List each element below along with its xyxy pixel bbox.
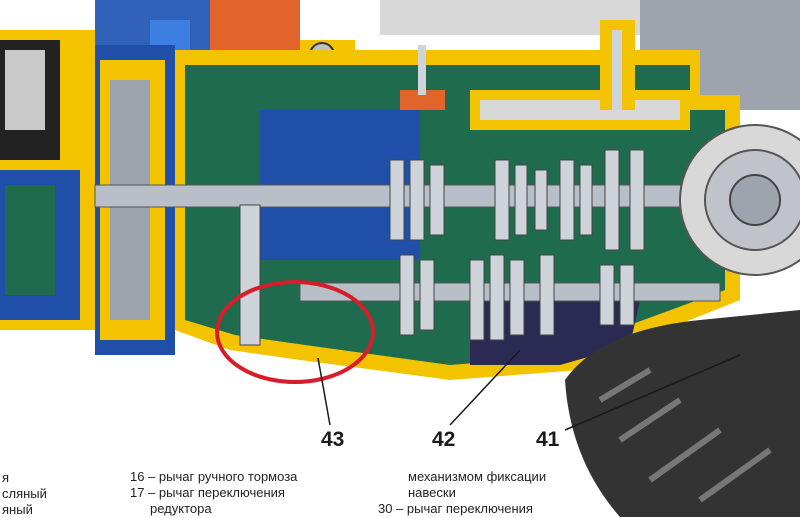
clutch-housing bbox=[0, 30, 175, 355]
callout-42: 42 bbox=[432, 428, 456, 451]
tire bbox=[565, 310, 800, 517]
callout-43: 43 bbox=[321, 428, 345, 451]
legend-mid-line-3: редуктора bbox=[150, 501, 212, 516]
legend-left-line-2: сляный bbox=[2, 486, 47, 501]
legend-right-line-1: механизмом фиксации bbox=[408, 469, 547, 484]
legend-left-column: я сляный яный bbox=[2, 470, 47, 518]
legend-left-line-3: яный bbox=[2, 502, 33, 517]
legend-right-line-3: 30 – рычаг переключения bbox=[378, 501, 533, 516]
legend-mid-line-2: 17 – рычаг переключения bbox=[130, 485, 285, 500]
legend-left-line-1: я bbox=[2, 470, 10, 485]
legend-mid-column: 16 – рычаг ручного тормоза 17 – рычаг пе… bbox=[130, 469, 297, 517]
differential bbox=[679, 124, 800, 276]
legend-mid-line-1: 16 – рычаг ручного тормоза bbox=[130, 469, 298, 484]
leader-lines bbox=[317, 349, 741, 431]
legend-right-line-2: навески bbox=[408, 485, 456, 500]
upper-shaft bbox=[94, 184, 716, 208]
legend-right-column: механизмом фиксации навески 30 – рычаг п… bbox=[378, 469, 547, 517]
callout-41: 41 bbox=[536, 428, 560, 451]
shift-tower bbox=[400, 20, 635, 110]
highlight-circle bbox=[215, 280, 375, 384]
gear-set bbox=[239, 149, 645, 346]
